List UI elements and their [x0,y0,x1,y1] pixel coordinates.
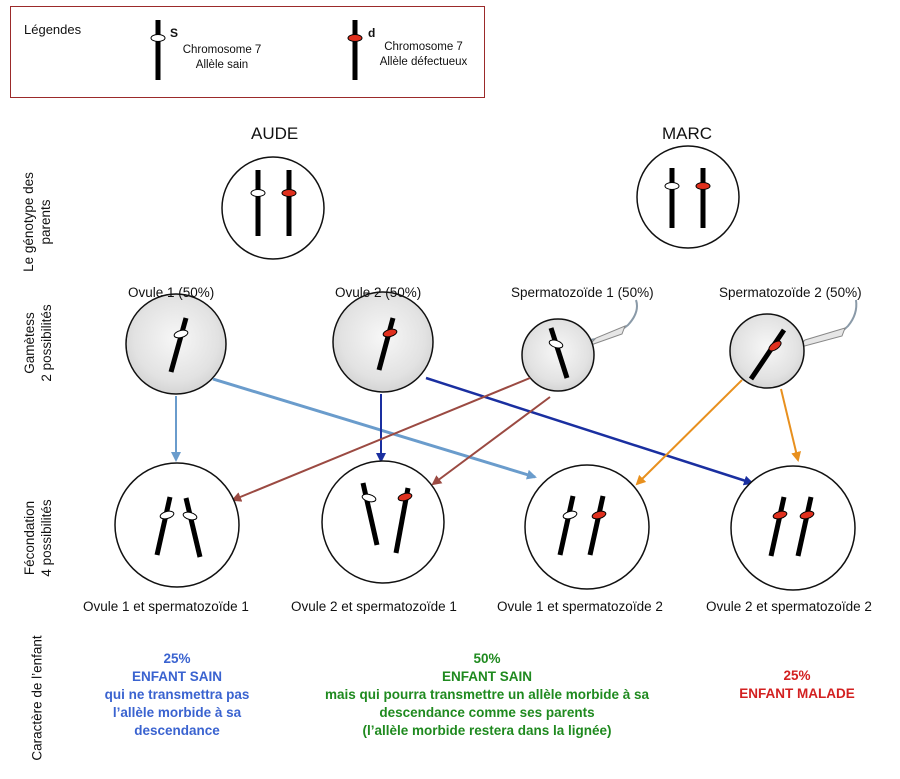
legend-defective-chromosome [347,20,363,80]
gamete-spermatozoide-1 [521,299,638,392]
result-blue-line1: qui ne transmettra pas [104,687,250,702]
parent-cell-aude [221,156,325,260]
legend-title: Légendes [24,22,82,37]
result-red-label: ENFANT MALADE [739,686,855,701]
cross-label-4: Ovule 2 et spermatozoïde 2 [706,599,872,614]
row-label-fecondation-line1: Fécondation [22,500,37,576]
result-green-percent: 50% [473,651,501,666]
legend-healthy-letter: S [170,26,179,40]
result-blue-percent: 25% [163,651,191,666]
result-sick: 25% ENFANT MALADE [739,667,855,703]
cross-label-1: Ovule 1 et spermatozoïde 1 [83,599,249,614]
cross-label-2: Ovule 2 et spermatozoïde 1 [291,599,457,614]
parent-name-mother: AUDE [251,124,299,143]
result-green-line1: mais qui pourra transmettre un allèle mo… [324,687,650,702]
result-green-line2: descendance comme ses parents [379,705,595,720]
row-label-genotype: Le génotype des parents [20,172,54,272]
result-green-label: ENFANT SAIN [441,669,533,684]
gamete-label-sperm-1: Spermatozoïde 1 (50%) [511,285,654,300]
result-red-percent: 25% [783,668,811,683]
row-label-character: Caractère de l’enfant [29,635,45,761]
parent-name-father: MARC [662,124,713,143]
legend-defective-line1: Chromosome 7 [384,41,463,53]
legend-healthy-chromosome [150,20,166,80]
result-blue-line3: descendance [134,723,220,738]
arrow-ovule1-to-cross3 [212,377,537,480]
result-green-line3: (l’allèle morbide restera dans la lignée… [362,723,612,738]
cross-cell-1 [114,462,240,588]
cross-cell-4 [730,465,856,591]
row-label-fecondation-line2: 4 possibilités [39,499,54,577]
gamete-spermatozoide-2 [729,299,858,389]
arrow-sperm1-to-cross1 [231,377,531,502]
arrow-sperm2-to-cross4 [780,388,801,462]
arrow-ovule2-to-cross4 [425,376,754,486]
gamete-ovule-2 [332,291,434,393]
row-label-genotype-line2: parents [38,199,53,245]
gamete-label-sperm-2: Spermatozoïde 2 (50%) [719,285,862,300]
arrow-sperm2-to-cross3 [635,379,743,486]
cross-label-3: Ovule 1 et spermatozoïde 2 [497,599,663,614]
result-blue-label: ENFANT SAIN [131,669,223,684]
legend-defective-line2: Allèle défectueux [379,56,468,68]
row-label-gametes: Gamètess 2 possibilités [21,304,55,381]
cross-cell-2 [321,460,445,584]
legend-defective-text: Chromosome 7 Allèle défectueux [366,40,481,70]
row-label-gametes-line1: Gamètess [22,312,37,374]
gamete-label-ovule-2: Ovule 2 (50%) [335,285,422,300]
gamete-label-ovule-1: Ovule 1 (50%) [128,285,215,300]
legend-box [10,6,485,98]
arrows [171,376,801,502]
result-healthy-carrier: 50% ENFANT SAIN mais qui pourra transmet… [325,650,649,740]
legend-defective-letter: d [368,26,376,40]
result-healthy-non-carrier: 25% ENFANT SAIN qui ne transmettra pas l… [105,650,250,740]
arrow-sperm1-to-cross2 [431,396,551,486]
legend-healthy-text: Chromosome 7 Allèle sain [172,43,272,73]
row-label-genotype-line1: Le génotype des [21,172,36,272]
parent-cell-marc [636,145,740,249]
result-blue-line2: l’allèle morbide à sa [112,705,242,720]
cross-cell-3 [524,464,650,590]
gamete-ovule-1 [125,293,227,395]
legend-healthy-line2: Allèle sain [195,59,249,71]
row-label-fecondation: Fécondation 4 possibilités [21,499,55,576]
legend-healthy-line1: Chromosome 7 [182,44,262,56]
row-label-gametes-line2: 2 possibilités [39,304,54,382]
